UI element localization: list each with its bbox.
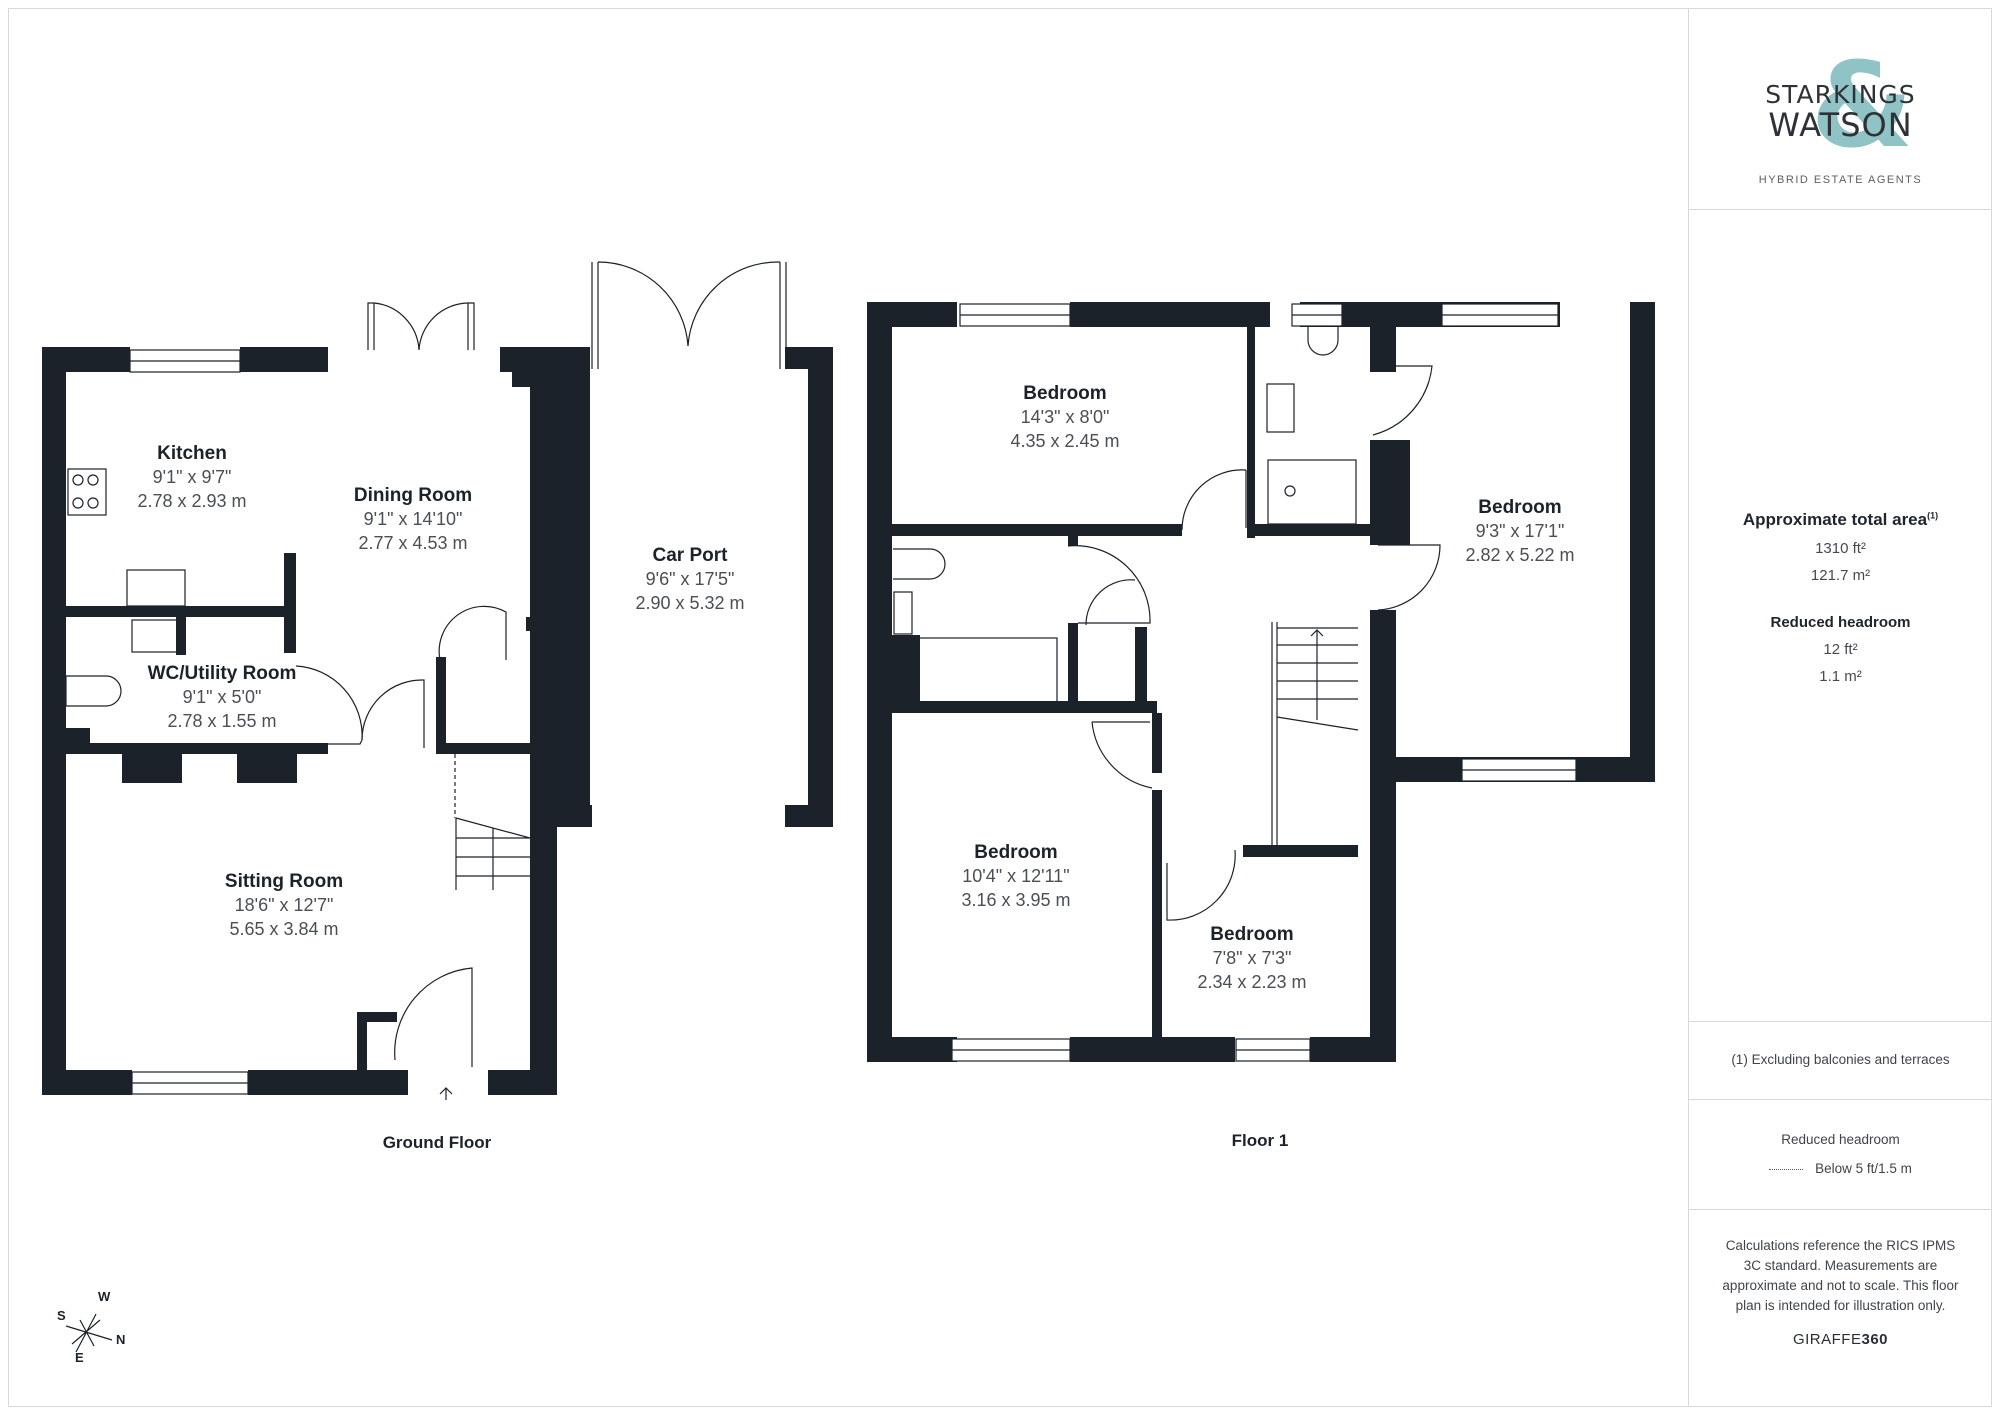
room-name: Kitchen — [157, 443, 227, 464]
room-label-sitting-room: Sitting Room 18'6" x 12'7" 5.65 x 3.84 m — [225, 871, 343, 941]
floor-label-ground: Ground Floor — [382, 1133, 492, 1152]
reduced-headroom-ft: 12 ft² — [1823, 641, 1858, 658]
room-name: Bedroom — [1478, 497, 1562, 518]
room-imperial: 7'8" x 7'3" — [1212, 948, 1292, 968]
room-imperial: 9'1" x 5'0" — [182, 687, 262, 707]
room-label-dining-room: Dining Room 9'1" x 14'10" 2.77 x 4.53 m — [354, 485, 472, 555]
compass-w: W — [98, 1289, 111, 1304]
room-name: Bedroom — [974, 842, 1058, 863]
total-area-title: Approximate total area(1) — [1689, 510, 1992, 530]
brand-name-line1: STARKINGS — [1765, 80, 1916, 109]
footnote-section: (1) Excluding balconies and terraces — [1689, 1022, 1992, 1100]
disclaimer-section: Calculations reference the RICS IPMS 3C … — [1689, 1210, 1992, 1407]
credit-suffix: 360 — [1861, 1331, 1889, 1348]
room-name: Sitting Room — [224, 871, 344, 892]
legend-item: Below 5 ft/1.5 m — [1689, 1161, 1992, 1176]
room-name: Bedroom — [1210, 924, 1294, 945]
brand-tagline: HYBRID ESTATE AGENTS — [1758, 174, 1923, 186]
room-label-wc-utility: WC/Utility Room 9'1" x 5'0" 2.78 x 1.55 … — [148, 663, 297, 733]
total-area-m: 121.7 m² — [1810, 567, 1871, 584]
floor-label-floor-1: Floor 1 — [1231, 1131, 1289, 1150]
room-imperial: 14'3" x 8'0" — [1020, 407, 1110, 427]
room-metric: 3.16 x 3.95 m — [961, 890, 1071, 910]
room-imperial: 9'1" x 9'7" — [152, 467, 232, 487]
room-imperial: 10'4" x 12'11" — [962, 866, 1070, 886]
brand-section: & STARKINGS WATSON HYBRID ESTATE AGENTS — [1689, 8, 1992, 210]
legend-item-label: Below 5 ft/1.5 m — [1815, 1161, 1912, 1176]
room-name: Car Port — [652, 545, 728, 566]
floor-1-walls — [867, 302, 1655, 1062]
room-name: Dining Room — [353, 485, 473, 506]
info-sidebar: & STARKINGS WATSON HYBRID ESTATE AGENTS … — [1688, 8, 1992, 1407]
room-label-bedroom-1: Bedroom 14'3" x 8'0" 4.35 x 2.45 m — [1010, 383, 1119, 453]
room-label-car-port: Car Port 9'6" x 17'5" 2.90 x 5.32 m — [635, 545, 744, 615]
compass-e: E — [75, 1350, 84, 1365]
disclaimer-text: Calculations reference the RICS IPMS 3C … — [1722, 1238, 1959, 1313]
room-label-bedroom-2: Bedroom 9'3" x 17'1" 2.82 x 5.22 m — [1465, 497, 1574, 567]
reduced-headroom-m: 1.1 m² — [1819, 668, 1862, 685]
legend-title: Reduced headroom — [1781, 1132, 1900, 1147]
room-label-kitchen: Kitchen 9'1" x 9'7" 2.78 x 2.93 m — [137, 443, 246, 513]
room-metric: 2.77 x 4.53 m — [358, 533, 468, 553]
room-imperial: 9'1" x 14'10" — [363, 509, 463, 529]
footnote-marker: (1) — [1927, 510, 1939, 521]
room-name: Bedroom — [1023, 383, 1107, 404]
dotted-line-icon — [1769, 1168, 1804, 1170]
room-name: WC/Utility Room — [147, 663, 297, 684]
legend-section: Reduced headroom Below 5 ft/1.5 m — [1689, 1100, 1992, 1210]
room-label-bedroom-4: Bedroom 7'8" x 7'3" 2.34 x 2.23 m — [1197, 924, 1306, 994]
room-metric: 5.65 x 3.84 m — [229, 919, 339, 939]
ampersand-icon: & — [1810, 36, 1914, 174]
floor-1-fixtures — [893, 303, 1577, 1062]
brand-logo: & STARKINGS WATSON — [1741, 46, 1941, 168]
page-frame — [8, 8, 1992, 1407]
room-metric: 2.78 x 1.55 m — [167, 711, 277, 731]
room-metric: 2.78 x 2.93 m — [137, 491, 247, 511]
room-label-bedroom-3: Bedroom 10'4" x 12'11" 3.16 x 3.95 m — [961, 842, 1070, 912]
total-area-ft: 1310 ft² — [1815, 540, 1866, 557]
room-imperial: 9'6" x 17'5" — [645, 569, 735, 589]
ground-floor-walls — [42, 347, 833, 1095]
area-summary-section: Approximate total area(1) 1310 ft² 121.7… — [1689, 210, 1992, 1022]
floor-plan-drawing — [42, 261, 1655, 1353]
room-metric: 4.35 x 2.45 m — [1010, 431, 1120, 451]
giraffe360-credit: GIRAFFE360 — [1719, 1330, 1962, 1350]
total-area-title-text: Approximate total area — [1742, 510, 1928, 529]
credit-prefix: GIRAFFE — [1792, 1331, 1862, 1348]
ground-floor-fixtures — [65, 261, 787, 1353]
room-metric: 2.34 x 2.23 m — [1197, 972, 1307, 992]
room-imperial: 9'3" x 17'1" — [1475, 521, 1565, 541]
compass-n: N — [116, 1332, 126, 1347]
room-metric: 2.82 x 5.22 m — [1465, 545, 1575, 565]
brand-name-line2: WATSON — [1768, 106, 1913, 144]
room-metric: 2.90 x 5.32 m — [635, 593, 745, 613]
compass-s: S — [57, 1308, 66, 1323]
room-imperial: 18'6" x 12'7" — [234, 895, 334, 915]
reduced-headroom-title: Reduced headroom — [1770, 614, 1911, 631]
